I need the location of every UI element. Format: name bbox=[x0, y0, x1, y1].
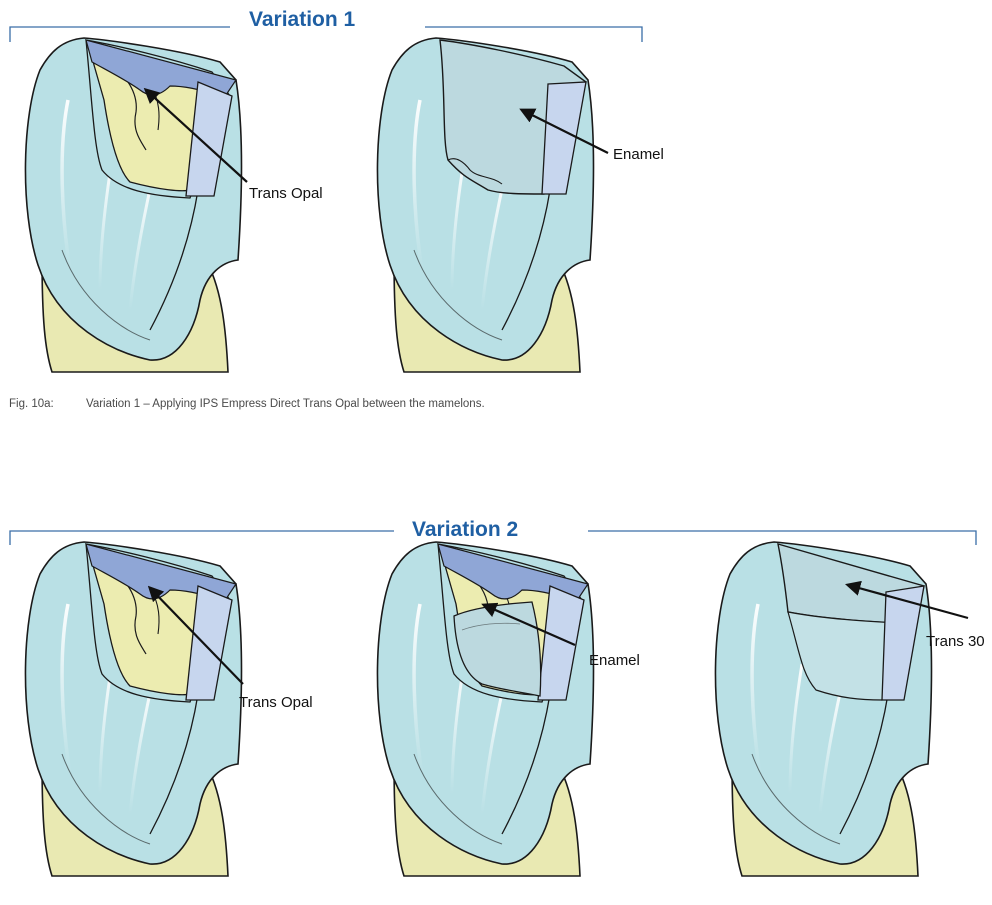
v2-trans30-label: Trans 30 bbox=[926, 633, 985, 651]
figure-caption: Fig. 10a:Variation 1 – Applying IPS Empr… bbox=[9, 398, 485, 410]
v2-tooth-trans30 bbox=[715, 542, 931, 876]
v2-tooth-enamel bbox=[377, 542, 593, 876]
variation2-title: Variation 2 bbox=[412, 518, 518, 542]
v1-trans-opal-label: Trans Opal bbox=[249, 185, 323, 203]
figure-caption-text: Variation 1 – Applying IPS Empress Direc… bbox=[86, 398, 485, 410]
v1-tooth-trans-opal bbox=[25, 38, 241, 372]
v1-tooth-enamel bbox=[377, 38, 593, 372]
v2-tooth-trans-opal bbox=[25, 542, 241, 876]
variation1-title: Variation 1 bbox=[249, 8, 355, 32]
figure-number: Fig. 10a: bbox=[9, 398, 86, 410]
v1-enamel-label: Enamel bbox=[613, 146, 664, 164]
v2-trans-opal-label: Trans Opal bbox=[239, 694, 313, 712]
v2-enamel-label: Enamel bbox=[589, 652, 640, 670]
